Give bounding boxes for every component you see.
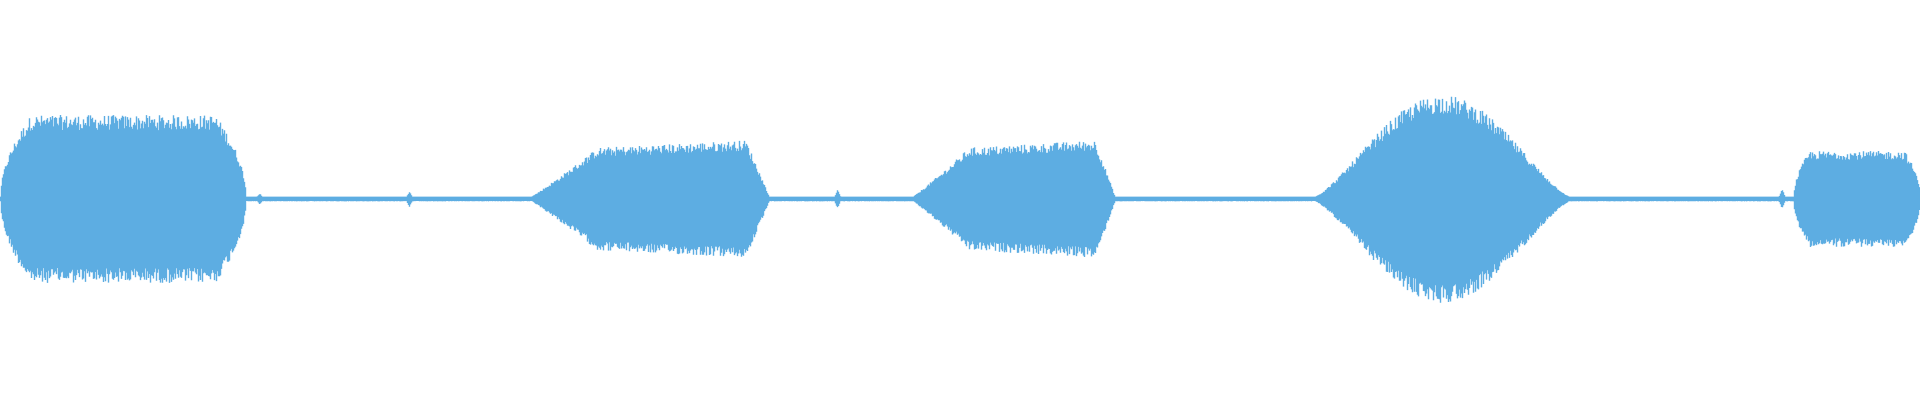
waveform-samples bbox=[0, 96, 1920, 303]
waveform-envelope bbox=[0, 96, 1920, 303]
